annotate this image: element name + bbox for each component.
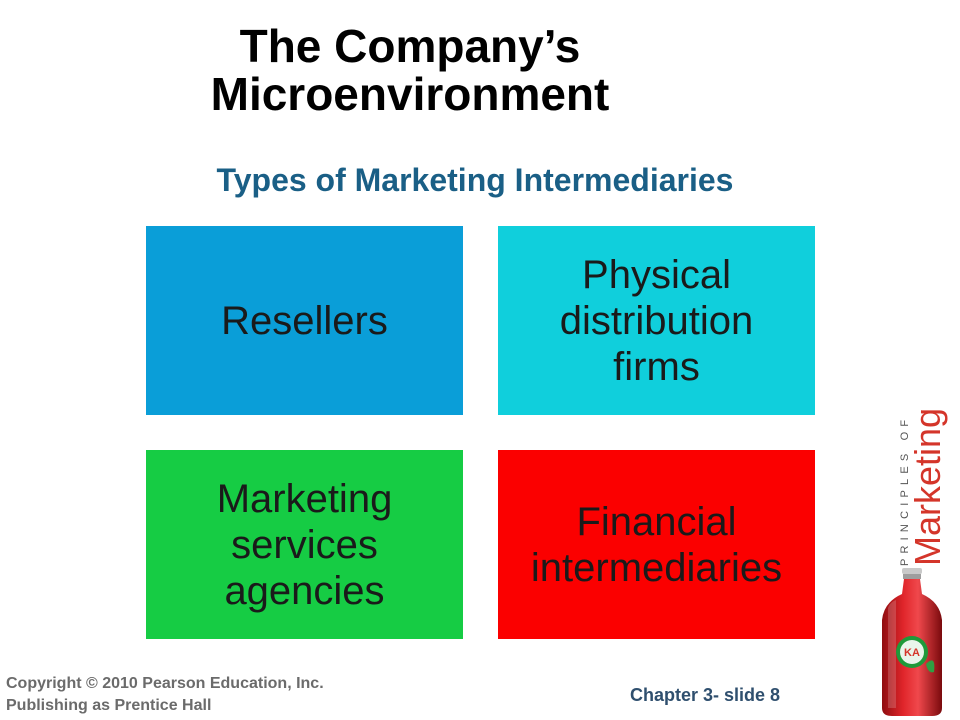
box-financial-intermediaries-label: Financial intermediaries bbox=[531, 499, 782, 591]
box-line: Physical bbox=[582, 252, 731, 297]
logo-small-text: PRINCIPLES OF bbox=[899, 415, 911, 566]
title-line-2: Microenvironment bbox=[210, 68, 610, 120]
title-line-1: The Company’s bbox=[239, 20, 581, 72]
box-resellers: Resellers bbox=[146, 226, 463, 415]
leaf-icon bbox=[926, 660, 935, 673]
box-line: agencies bbox=[224, 568, 385, 613]
bottle-cap bbox=[902, 568, 922, 574]
principles-of-marketing-logo: PRINCIPLES OF Marketing bbox=[899, 408, 948, 566]
box-line: Resellers bbox=[221, 298, 388, 343]
box-physical-distribution-firms: Physical distribution firms bbox=[498, 226, 815, 415]
box-line: intermediaries bbox=[530, 545, 783, 590]
juice-bottle-image: KA bbox=[882, 568, 942, 716]
slide-subtitle: Types of Marketing Intermediaries bbox=[216, 162, 734, 198]
copyright-line-2: Publishing as Prentice Hall bbox=[6, 697, 212, 714]
bottle-label-text: KA bbox=[904, 647, 920, 659]
box-line: services bbox=[231, 522, 378, 567]
box-financial-intermediaries: Financial intermediaries bbox=[498, 450, 815, 639]
slide-number: Chapter 3- slide 8 bbox=[630, 685, 781, 705]
slide-title: The Company’s Microenvironment bbox=[130, 22, 690, 118]
box-marketing-services-agencies: Marketing services agencies bbox=[146, 450, 463, 639]
box-line: Marketing bbox=[216, 476, 393, 521]
logo-main-text: Marketing bbox=[907, 408, 948, 566]
box-line: firms bbox=[613, 344, 700, 389]
copyright-notice: Copyright © 2010 Pearson Education, Inc.… bbox=[6, 673, 324, 717]
box-line: distribution bbox=[559, 298, 754, 343]
copyright-line-1: Copyright © 2010 Pearson Education, Inc. bbox=[6, 675, 324, 692]
box-marketing-services-label: Marketing services agencies bbox=[217, 476, 393, 614]
box-line: Financial bbox=[576, 499, 737, 544]
box-physical-distribution-label: Physical distribution firms bbox=[560, 252, 753, 390]
box-resellers-label: Resellers bbox=[221, 298, 388, 344]
